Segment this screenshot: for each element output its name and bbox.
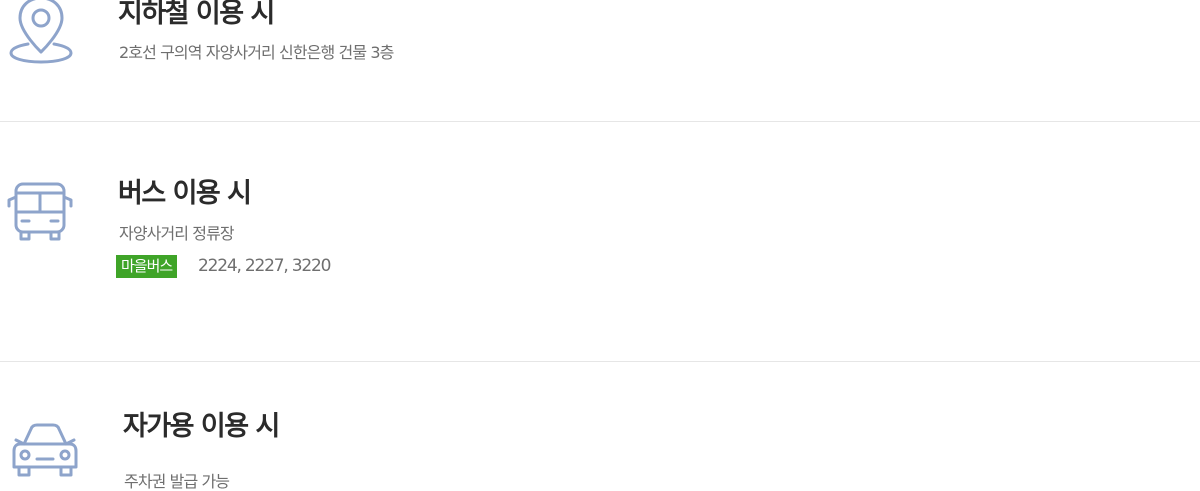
village-bus-badge: 마을버스 [116, 255, 178, 278]
car-description: 주차권 발급 가능 [124, 472, 230, 491]
divider [0, 121, 1200, 122]
divider [0, 361, 1200, 362]
bus-description: 자양사거리 정류장 [119, 224, 235, 243]
subway-title: 지하철 이용 시 [118, 0, 275, 29]
bus-icon [6, 182, 74, 242]
car-icon [10, 422, 80, 480]
location-pin-icon [8, 0, 74, 66]
bus-title: 버스 이용 시 [118, 178, 252, 209]
subway-description: 2호선 구의역 자양사거리 신한은행 건물 3층 [119, 43, 394, 62]
car-title: 자가용 이용 시 [123, 411, 280, 442]
bus-route-numbers: 2224, 2227, 3220 [198, 256, 331, 276]
